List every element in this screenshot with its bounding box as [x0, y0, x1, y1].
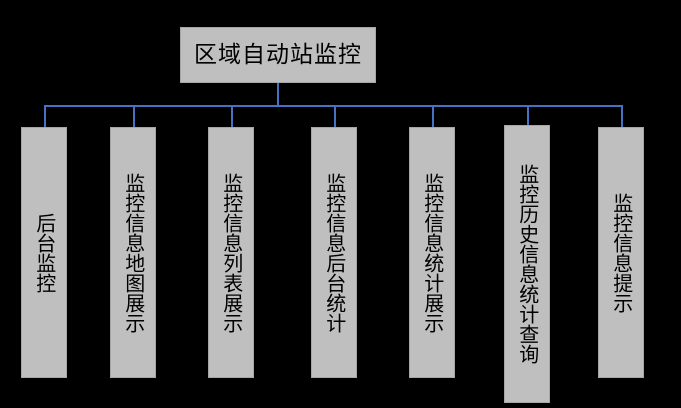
connector-drop-2 — [133, 105, 135, 127]
connector-root-stem — [277, 83, 279, 107]
connector-drop-5 — [432, 105, 434, 127]
connector-horizontal-bus — [44, 105, 623, 107]
connector-drop-7 — [621, 105, 623, 127]
connector-drop-3 — [231, 105, 233, 127]
connector-drop-1 — [44, 105, 46, 127]
connector-drop-4 — [334, 105, 336, 127]
child-node-2[interactable]: 监控信息地图展示 — [110, 127, 156, 378]
child-node-4[interactable]: 监控信息后台统计 — [311, 127, 357, 378]
child-node-6[interactable]: 监控历史信息统计查询 — [504, 125, 550, 403]
child-node-7[interactable]: 监控信息提示 — [598, 127, 644, 378]
connector-drop-6 — [527, 105, 529, 125]
child-node-3[interactable]: 监控信息列表展示 — [208, 127, 254, 378]
child-node-5[interactable]: 监控信息统计展示 — [409, 127, 455, 378]
child-node-1[interactable]: 后台监控 — [21, 127, 67, 378]
root-node[interactable]: 区域自动站监控 — [180, 27, 376, 83]
